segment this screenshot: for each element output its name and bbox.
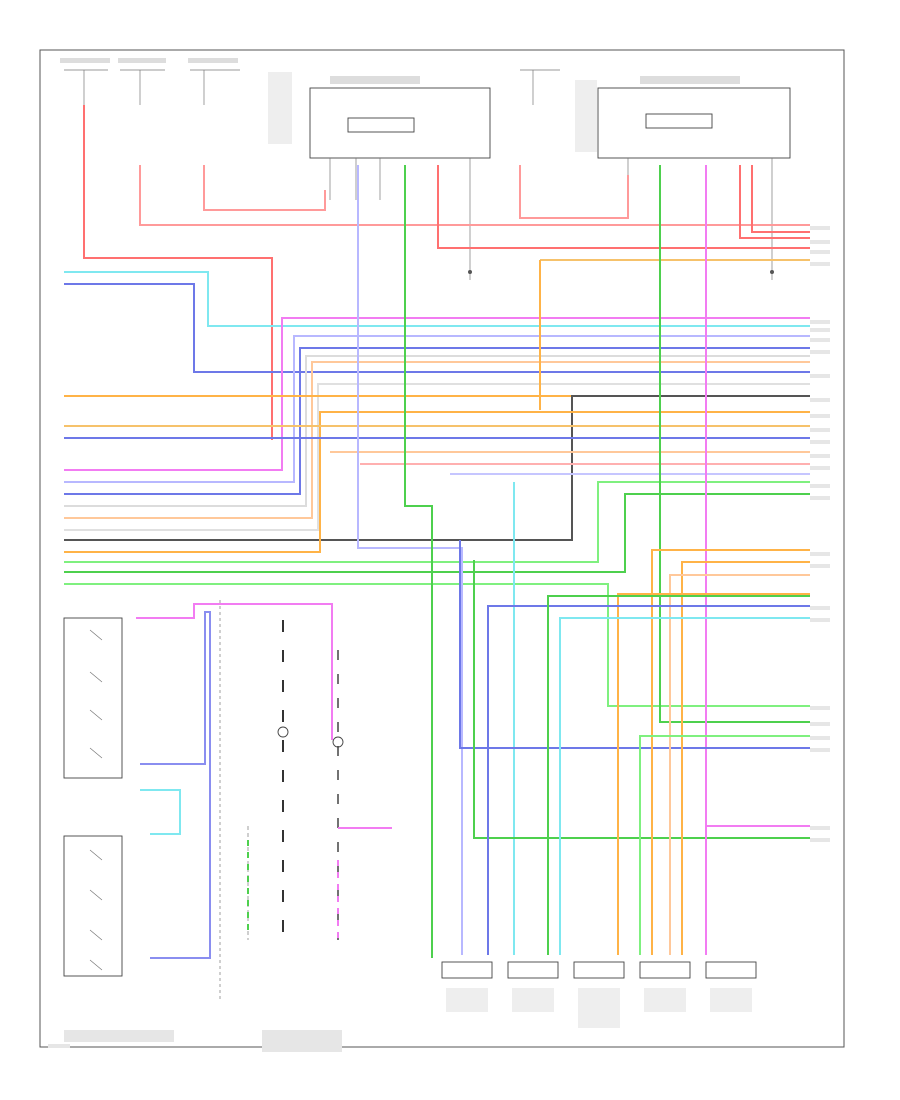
sensor-box-4 [639,961,691,979]
green-drop [547,595,810,955]
module-box-center [309,76,491,270]
green-wire-a [64,481,810,563]
cyan-switch-wire [140,789,181,835]
light-green-drop [639,735,810,955]
bottom-sensors [441,961,757,1028]
sensor-box-2 [507,961,559,979]
orange-drop-c [617,593,810,955]
light-green-wire-c [64,583,810,707]
lavender-vertical [357,165,463,955]
blue-switch-wire [140,611,211,959]
ground-symbols [468,270,774,280]
magenta-switch-wire [136,603,333,740]
orange-wire-b [64,411,810,553]
cyan-drop [559,617,810,955]
switch-block-lower [63,835,123,977]
horizontal-bus-wires [64,271,810,955]
light-blue-wire-a [64,335,810,483]
module-box-right [520,69,791,270]
magenta-vertical-right [705,165,810,827]
gray-wire-a [64,355,810,507]
diagram-border [39,49,845,1048]
dark-wire-a [64,395,810,541]
blue-vertical-b [459,540,810,749]
magenta-wire-a [64,317,810,471]
orange-drop-b [681,561,810,955]
red-wire-main [83,105,273,440]
sensor-box-1 [441,961,493,979]
pink-wire-6 [519,165,629,219]
green-vertical-right [659,165,810,723]
sensor-box-3 [573,961,625,979]
blue-drop [487,605,810,955]
red-wire-7 [751,165,810,233]
cyan-wire-a [64,271,810,327]
red-wire-3 [203,165,326,211]
peach-drop [669,574,810,955]
red-wire-5 [739,165,810,239]
gray-wire-b [64,383,810,531]
power-headers-left [60,58,292,144]
blue-wire-a [64,283,810,373]
red-wire-2 [139,165,810,226]
top-power-wires [83,105,810,440]
sensor-box-5 [705,961,757,979]
right-side-drops [487,549,810,955]
red-wire-4 [437,165,810,249]
clock-spring-section [219,600,392,1000]
green-long-lower [473,560,810,839]
switch-block-upper [63,603,333,959]
blue-wire-b [64,347,810,495]
green-vertical [404,165,433,958]
green-wire-b [64,493,810,573]
orange-drop-a [651,549,810,955]
label-placeholders [48,226,830,1052]
peach-wire-a [64,361,810,519]
